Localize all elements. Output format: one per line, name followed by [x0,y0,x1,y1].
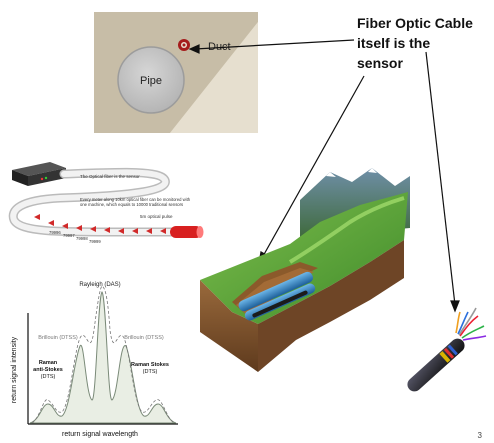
soil-front-face [200,280,258,372]
position-label-1: 79997 [63,233,75,238]
fiber-caption: The Optical fiber is the sensor [80,174,140,179]
fiber-cable-bundle [407,307,487,392]
cable-jacket [407,338,465,392]
position-label-3: 79999 [89,239,101,244]
soil-right-face [258,240,404,372]
spectrum-x-label: return signal wavelength [62,431,138,438]
raman-stokes-label-line1: Raman Stokes [131,362,169,368]
callout: Fiber Optic Cable itself is the sensor [357,15,473,71]
arrow-to-cable [425,51,456,306]
arrow-to-cable-head [450,300,460,313]
callout-line-3: sensor [357,55,403,71]
pipe-circle [117,46,185,114]
fiber-direction-arrows [34,214,166,234]
position-label-0: 79996 [49,230,61,235]
spectrum-curve [29,291,177,424]
fiber-cable-in-trench [252,290,308,318]
meter-caption-line2: one machine, which equals to 10000 tradi… [80,202,183,207]
position-label-2: 79998 [76,236,88,241]
page-number: 3 [478,431,483,440]
callout-arrows [188,39,460,313]
das-unit-front [28,168,66,186]
arrow-to-duct [194,39,355,50]
callout-line-2: itself is the [357,35,430,51]
callout-line-1: Fiber Optic Cable [357,15,473,31]
raman-stokes-label-line2: (DTS) [143,369,158,375]
pipe-label: Pipe [140,75,162,87]
meter-caption-line1: Every meter along 10km optical fiber can… [80,197,191,202]
das-unit-top [12,162,66,176]
raman-anti-label-line2: anti-Stokes [33,367,63,373]
optical-pulse [170,226,202,238]
trench-edge [170,22,258,133]
rayleigh-label: Rayleigh (DAS) [79,282,120,288]
raman-anti-label-line1: Raman [39,360,58,366]
brillouin-left-label: Brillouin (DTSS) [38,335,78,341]
duct-label: Duct [208,41,231,53]
brillouin-right-label: Brillouin (DTSS) [124,335,164,341]
exposed-fibers [455,307,487,341]
cross-section-panel: Pipe Duct [94,12,258,133]
spectrum-envelope [31,285,175,424]
das-illustration: The Optical fiber is the sensor Every me… [8,162,204,244]
arrow-to-trench [261,75,365,259]
spectrum-chart: return signal intensity return signal wa… [11,282,178,438]
spectrum-y-label: return signal intensity [11,336,18,403]
raman-anti-label-line3: (DTS) [41,374,56,380]
arrow-to-duct-head [188,44,200,54]
pulse-caption: 5m optical pulse [140,214,173,219]
pipe-blue-1 [238,271,313,312]
landscape-illustration [200,168,410,372]
